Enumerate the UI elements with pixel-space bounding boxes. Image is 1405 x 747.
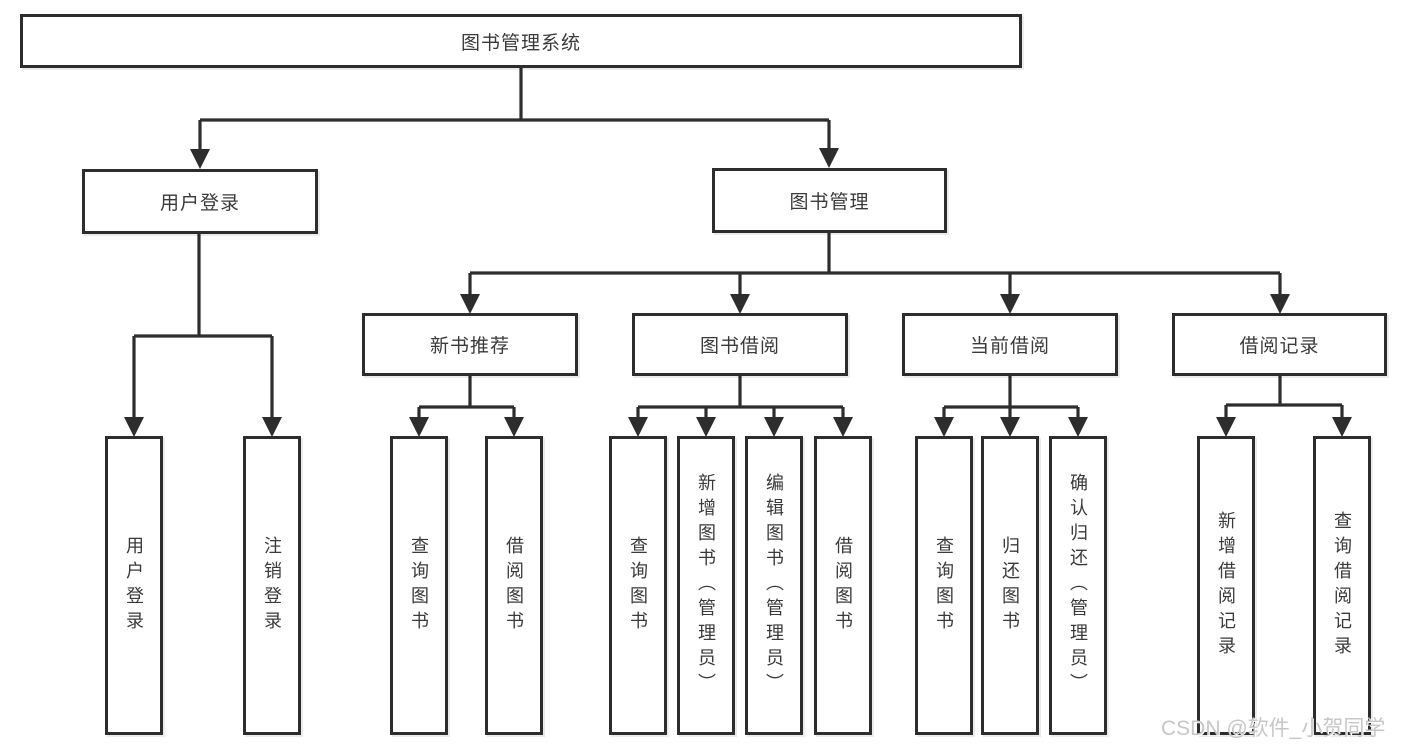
leaf-logout: 注销登录 <box>243 436 301 735</box>
leaf-edit-books-admin: 编辑图书（管理员） <box>745 436 803 735</box>
leaf-confirm-return-admin: 确认归还（管理员） <box>1049 436 1107 735</box>
leaf-query-borrow-record: 查询借阅记录 <box>1313 436 1371 735</box>
node-user-login-label: 用户登录 <box>159 193 240 214</box>
leaf-confirm-return-admin-label: 确认归还（管理员） <box>1068 473 1088 698</box>
arrowheads <box>124 148 1352 437</box>
node-book-management-label: 图书管理 <box>789 192 870 213</box>
node-borrowing-records-label: 借阅记录 <box>1239 336 1320 357</box>
leaf-newbook-query-books-label: 查询图书 <box>409 535 429 636</box>
leaf-current-query-books: 查询图书 <box>915 436 973 735</box>
leaf-newbook-query-books: 查询图书 <box>390 436 448 735</box>
node-current-borrowing: 当前借阅 <box>902 313 1118 376</box>
leaf-add-borrow-record: 新增借阅记录 <box>1197 436 1255 735</box>
leaf-borrowing-query-books-label: 查询图书 <box>628 535 648 636</box>
leaf-user-login: 用户登录 <box>105 436 163 735</box>
node-book-borrowing: 图书借阅 <box>632 313 848 376</box>
leaf-add-borrow-record-label: 新增借阅记录 <box>1216 510 1236 661</box>
leaf-query-borrow-record-label: 查询借阅记录 <box>1332 510 1352 661</box>
leaf-add-books-admin: 新增图书（管理员） <box>677 436 735 735</box>
node-user-login: 用户登录 <box>82 169 318 234</box>
leaf-borrowing-query-books: 查询图书 <box>609 436 667 735</box>
leaf-newbook-borrow-books: 借阅图书 <box>485 436 543 735</box>
leaf-add-books-admin-label: 新增图书（管理员） <box>696 473 716 698</box>
node-current-borrowing-label: 当前借阅 <box>969 336 1050 357</box>
leaf-current-query-books-label: 查询图书 <box>934 535 954 636</box>
node-new-book-recommend: 新书推荐 <box>362 313 578 376</box>
csdn-watermark: CSDN @软件_小贺同学 <box>1161 717 1386 740</box>
leaf-return-books: 归还图书 <box>981 436 1039 735</box>
leaf-edit-books-admin-label: 编辑图书（管理员） <box>764 473 784 698</box>
node-book-management: 图书管理 <box>712 168 947 233</box>
leaf-return-books-label: 归还图书 <box>1000 535 1020 636</box>
leaf-borrowing-borrow-books: 借阅图书 <box>814 436 872 735</box>
leaf-newbook-borrow-books-label: 借阅图书 <box>504 535 524 636</box>
node-root: 图书管理系统 <box>20 14 1022 68</box>
leaf-logout-label: 注销登录 <box>262 535 282 636</box>
node-book-borrowing-label: 图书借阅 <box>699 336 780 357</box>
node-root-label: 图书管理系统 <box>460 32 581 54</box>
leaf-user-login-label: 用户登录 <box>124 535 144 636</box>
leaf-borrowing-borrow-books-label: 借阅图书 <box>833 535 853 636</box>
node-new-book-recommend-label: 新书推荐 <box>429 336 510 357</box>
node-borrowing-records: 借阅记录 <box>1172 313 1387 376</box>
